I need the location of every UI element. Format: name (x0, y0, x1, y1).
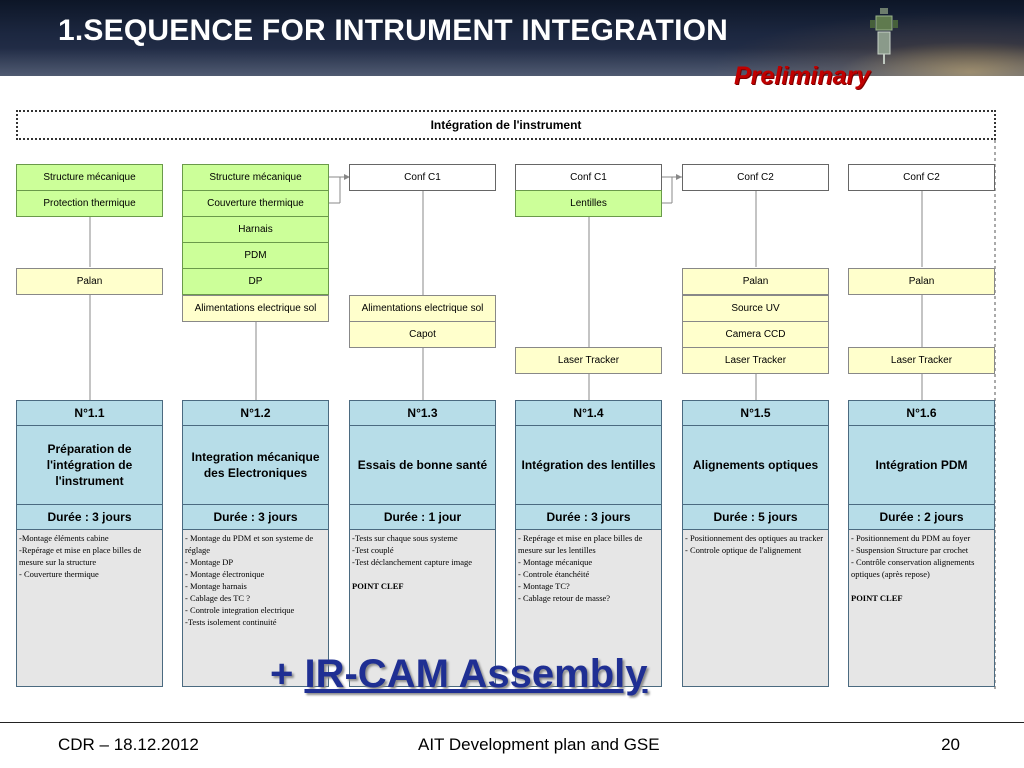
slide-title: 1.SEQUENCE FOR INTRUMENT INTEGRATION (58, 14, 728, 47)
note-line: - Couverture thermique (19, 569, 99, 579)
input-box: Laser Tracker (515, 347, 662, 374)
input-box: Laser Tracker (682, 347, 829, 374)
input-box: Protection thermique (16, 190, 163, 217)
step-number: N°1.6 (849, 401, 994, 426)
input-box: Palan (16, 268, 163, 295)
input-box: Harnais (182, 216, 329, 243)
step-name: Integration mécanique des Electroniques (183, 426, 328, 505)
diagram-title: Intégration de l'instrument (16, 110, 996, 140)
step-duration: Durée : 3 jours (17, 505, 162, 530)
note-line: - Cablage retour de masse? (518, 593, 611, 603)
config-box: Conf C1 (349, 164, 496, 191)
footer-divider (0, 722, 1024, 723)
step-notes: - Positionnement des optiques au tracker… (683, 530, 828, 686)
step-number: N°1.1 (17, 401, 162, 426)
satellite-logo-icon (870, 8, 898, 64)
input-box: Structure mécanique (16, 164, 163, 191)
step-duration: Durée : 1 jour (350, 505, 495, 530)
config-box: Conf C1 (515, 164, 662, 191)
note-line: - Montage électronique (185, 569, 265, 579)
key-point-label: POINT CLEF (352, 581, 404, 591)
config-box: Conf C2 (682, 164, 829, 191)
page-number: 20 (941, 735, 960, 754)
input-box: Structure mécanique (182, 164, 329, 191)
step-notes: - Montage du PDM et son systeme de régla… (183, 530, 328, 686)
step-block: N°1.5 Alignements optiques Durée : 5 jou… (682, 400, 829, 687)
note-line: - Positionnement du PDM au foyer (851, 533, 971, 543)
note-line: - Montage DP (185, 557, 234, 567)
input-box: Alimentations electrique sol (182, 295, 329, 322)
note-line: -Tests sur chaque sous systeme (352, 533, 458, 543)
step-block: N°1.6 Intégration PDM Durée : 2 jours - … (848, 400, 995, 687)
input-box: Couverture thermique (182, 190, 329, 217)
note-line: - Contrôle conservation alignements opti… (851, 557, 975, 579)
input-box: Palan (682, 268, 829, 295)
earth-glow-decoration (664, 0, 1024, 76)
step-notes: - Repérage et mise en place billes de me… (516, 530, 661, 686)
note-line: - Montage harnais (185, 581, 247, 591)
step-notes: -Tests sur chaque sous systeme -Test cou… (350, 530, 495, 686)
step-block: N°1.4 Intégration des lentilles Durée : … (515, 400, 662, 687)
slide-header: 1.SEQUENCE FOR INTRUMENT INTEGRATION (0, 0, 1024, 76)
step-block: N°1.3 Essais de bonne santé Durée : 1 jo… (349, 400, 496, 687)
input-box: Alimentations electrique sol (349, 295, 496, 322)
note-line: - Cablage des TC ? (185, 593, 250, 603)
step-number: N°1.3 (350, 401, 495, 426)
step-number: N°1.2 (183, 401, 328, 426)
config-box: Conf C2 (848, 164, 995, 191)
connector-lines (89, 140, 996, 690)
input-box: Capot (349, 321, 496, 348)
note-line: - Controle optique de l'alignement (685, 545, 802, 555)
footer-title: AIT Development plan and GSE (418, 735, 660, 754)
note-line: - Montage mécanique (518, 557, 593, 567)
step-duration: Durée : 3 jours (516, 505, 661, 530)
note-line: -Test couplé (352, 545, 394, 555)
step-duration: Durée : 3 jours (183, 505, 328, 530)
step-number: N°1.5 (683, 401, 828, 426)
step-name: Intégration PDM (849, 426, 994, 505)
integration-diagram: Intégration de l'instrument Structure mé… (0, 100, 1024, 700)
input-box: Lentilles (515, 190, 662, 217)
note-line: -Repérage et mise en place billes de mes… (19, 545, 142, 567)
note-line: - Montage du PDM et son systeme de régla… (185, 533, 314, 555)
preliminary-badge: Preliminary (734, 62, 871, 90)
step-name: Intégration des lentilles (516, 426, 661, 505)
note-line: - Positionnement des optiques au tracker (685, 533, 824, 543)
input-box: Palan (848, 268, 995, 295)
footer-date: CDR – 18.12.2012 (58, 735, 199, 754)
note-line: - Controle étanchéité (518, 569, 590, 579)
input-box: Camera CCD (682, 321, 829, 348)
step-name: Préparation de l'intégration de l'instru… (17, 426, 162, 505)
note-line: - Suspension Structure par crochet (851, 545, 969, 555)
step-duration: Durée : 5 jours (683, 505, 828, 530)
note-line: - Controle integration electrique (185, 605, 295, 615)
step-name: Alignements optiques (683, 426, 828, 505)
ir-cam-callout: + IR-CAM Assembly (270, 652, 648, 697)
step-notes: -Montage éléments cabine -Repérage et mi… (17, 530, 162, 686)
step-number: N°1.4 (516, 401, 661, 426)
step-name: Essais de bonne santé (350, 426, 495, 505)
header-haze-decoration (0, 48, 1024, 76)
callout-prefix: + (270, 652, 305, 696)
callout-text: IR-CAM Assembly (304, 652, 648, 696)
input-box: Laser Tracker (848, 347, 995, 374)
input-box: DP (182, 268, 329, 295)
note-line: - Repérage et mise en place billes de me… (518, 533, 643, 555)
note-line: - Montage TC? (518, 581, 570, 591)
note-line: -Tests isolement continuité (185, 617, 277, 627)
step-block: N°1.1 Préparation de l'intégration de l'… (16, 400, 163, 687)
note-line: -Montage éléments cabine (19, 533, 109, 543)
key-point-label: POINT CLEF (851, 593, 903, 603)
input-box: PDM (182, 242, 329, 269)
step-notes: - Positionnement du PDM au foyer - Suspe… (849, 530, 994, 686)
note-line: -Test déclanchement capture image (352, 557, 472, 567)
step-duration: Durée : 2 jours (849, 505, 994, 530)
input-box: Source UV (682, 295, 829, 322)
step-block: N°1.2 Integration mécanique des Electron… (182, 400, 329, 687)
